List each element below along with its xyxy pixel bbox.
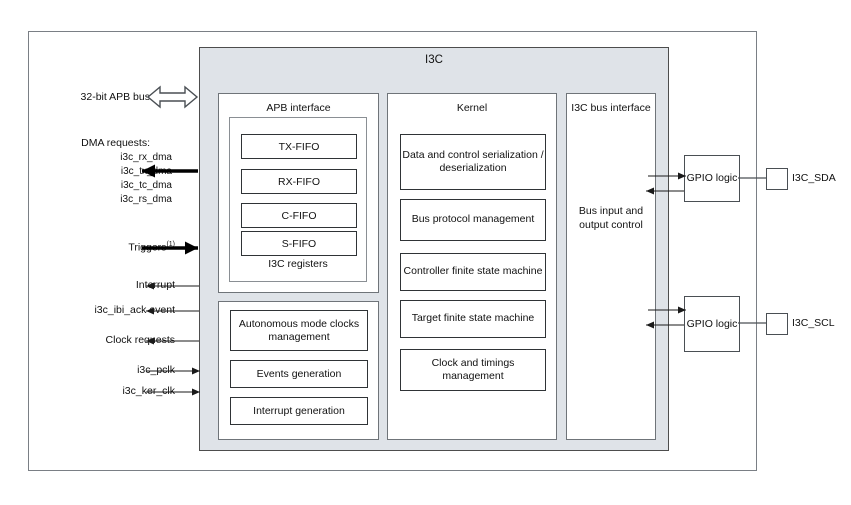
pin-label-sda: I3C_SDA (792, 172, 836, 184)
target-fsm-box: Target finite state machine (400, 300, 546, 338)
label-clock-requests: Clock requests (105, 334, 175, 346)
label-dma-requests: DMA requests: (81, 137, 150, 149)
autonomous-mode-clocks-box: Autonomous mode clocks management (230, 310, 368, 351)
interrupt-generation-box: Interrupt generation (230, 397, 368, 425)
label-i3c-rs-dma: i3c_rs_dma (120, 194, 172, 205)
label-ibi-ack-event: i3c_ibi_ack event (94, 304, 175, 316)
controller-fsm-box: Controller finite state machine (400, 253, 546, 291)
pin-label-scl: I3C_SCL (792, 317, 835, 329)
bus-protocol-management-box: Bus protocol management (400, 199, 546, 241)
c-fifo-box: C-FIFO (241, 203, 357, 228)
tx-fifo-box: TX-FIFO (241, 134, 357, 159)
i3c-bus-interface-title: I3C bus interface (571, 102, 651, 114)
label-triggers-text: Triggers (128, 241, 167, 254)
events-generation-box: Events generation (230, 360, 368, 388)
label-i3c-rx-dma: i3c_rx_dma (120, 152, 172, 163)
i3c-block-title: I3C (425, 54, 443, 66)
label-i3c-pclk: i3c_pclk (137, 364, 175, 376)
label-triggers: Triggers(1) (10, 241, 175, 254)
rx-fifo-box: RX-FIFO (241, 169, 357, 194)
label-triggers-footnote: (1) (166, 241, 175, 248)
serialization-box: Data and control serialization / deseria… (400, 134, 546, 190)
pad-scl (766, 313, 788, 335)
label-i3c-ker-clk: i3c_ker_clk (122, 385, 175, 397)
s-fifo-box: S-FIFO (241, 231, 357, 256)
label-i3c-tc-dma: i3c_tc_dma (120, 180, 172, 191)
i3c-registers-label: I3C registers (268, 258, 328, 270)
apb-interface-title: APB interface (266, 102, 331, 114)
clock-timings-management-box: Clock and timings management (400, 349, 546, 391)
i3c-bus-interface-panel: I3C bus interface (566, 93, 656, 440)
kernel-title: Kernel (456, 102, 488, 114)
label-interrupt: Interrupt (135, 279, 175, 291)
label-i3c-tx-dma: i3c_tx_dma (120, 166, 172, 177)
gpio-logic-scl: GPIO logic (684, 296, 740, 352)
gpio-logic-sda: GPIO logic (684, 155, 740, 202)
bus-io-control-label: Bus input and output control (578, 205, 644, 231)
pad-sda (766, 168, 788, 190)
label-apb-bus: 32-bit APB bus (80, 91, 150, 103)
